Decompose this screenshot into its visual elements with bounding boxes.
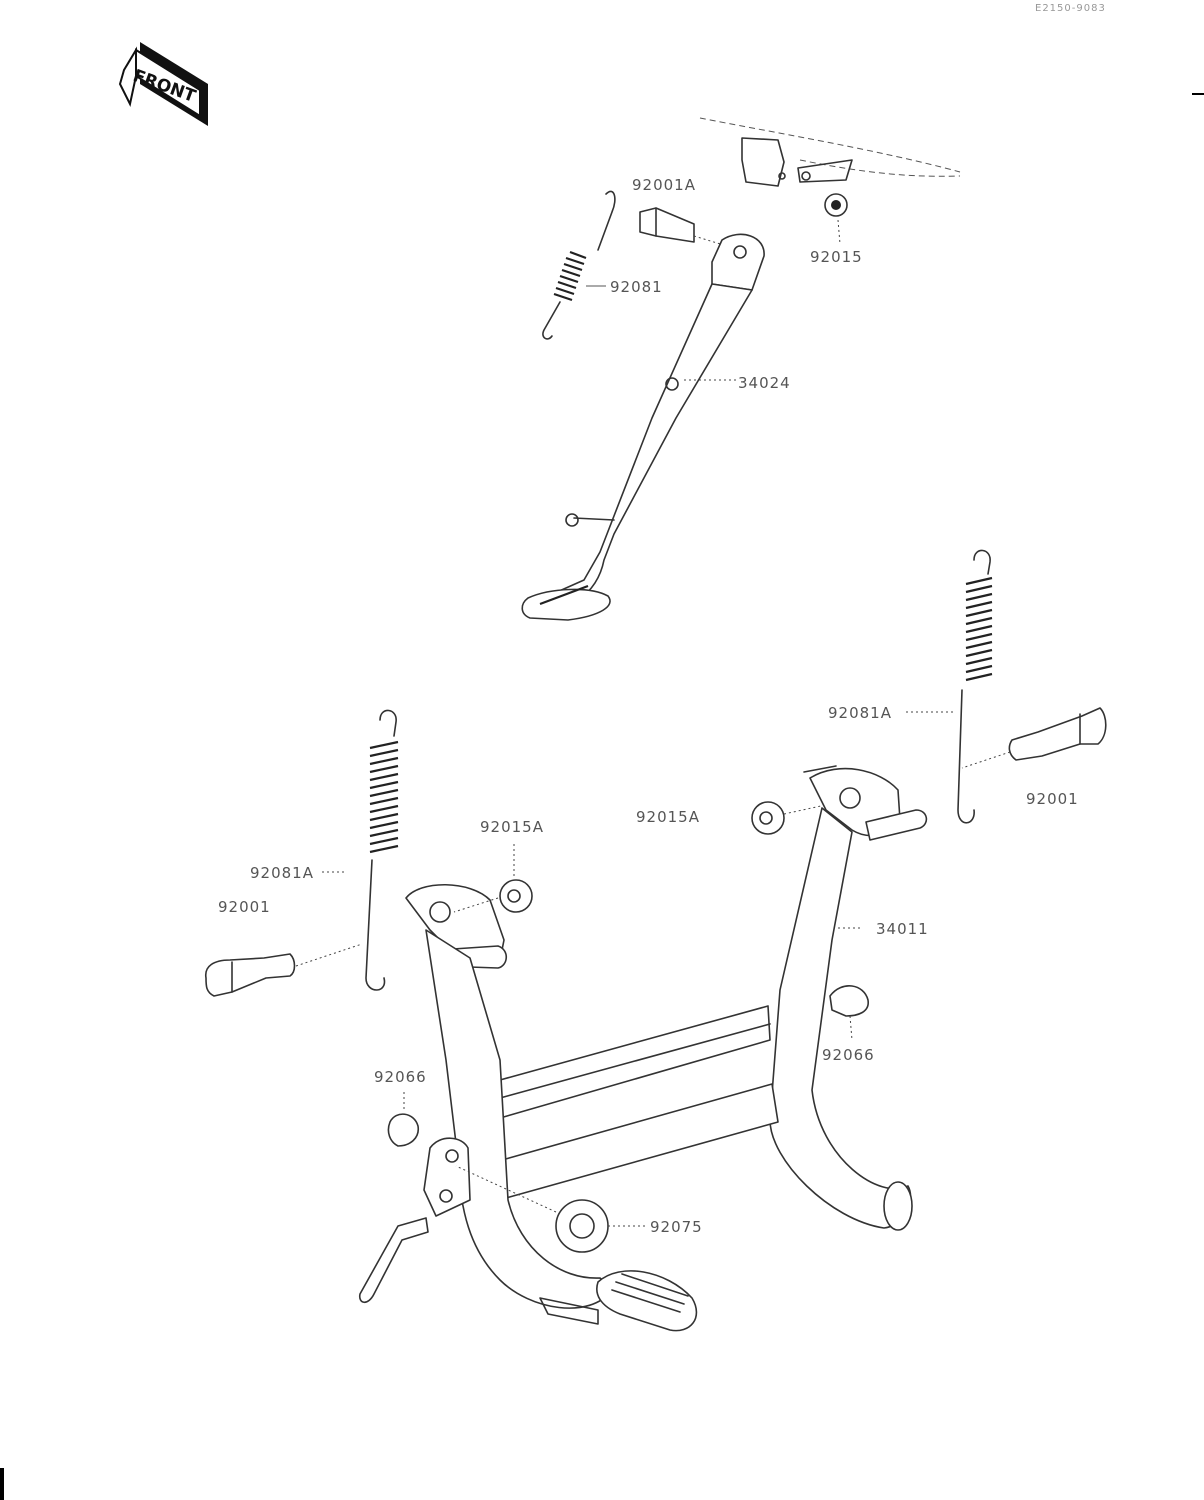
label-92081A-left: 92081A: [250, 864, 314, 882]
nut-left: [453, 842, 533, 913]
label-92001-left: 92001: [218, 898, 271, 916]
label-92066-right: 92066: [822, 1046, 875, 1064]
bolt-left: [205, 943, 363, 997]
frame-mount-bracket: [699, 117, 961, 187]
label-92001-right: 92001: [1026, 790, 1079, 808]
label-92066-left: 92066: [374, 1068, 427, 1086]
stopper-left: [387, 1092, 420, 1147]
center-stand: [358, 765, 928, 1332]
spring-side: [542, 190, 616, 340]
label-34011: 34011: [876, 920, 929, 938]
margin-bar: [0, 1468, 4, 1500]
label-92015A-right: 92015A: [636, 808, 700, 826]
label-92001A-side: 92001A: [632, 176, 696, 194]
label-34024: 34024: [738, 374, 791, 392]
label-92015-side: 92015: [810, 248, 863, 266]
bolt-side-stand: [639, 207, 741, 251]
nut-side: [824, 193, 848, 245]
collar: [455, 1165, 648, 1253]
spring-left: [322, 709, 399, 991]
label-92075: 92075: [650, 1218, 703, 1236]
bolt-right: [961, 707, 1107, 769]
side-stand: [521, 233, 765, 621]
nut-right: [751, 801, 831, 835]
reference-code: E2150-9083: [1035, 3, 1106, 14]
label-92081: 92081: [610, 278, 663, 296]
stopper-right: [829, 985, 869, 1041]
front-arrow-icon: FRONT: [118, 42, 208, 126]
spring-right: [906, 549, 993, 824]
label-92015A-left: 92015A: [480, 818, 544, 836]
label-92081A-right: 92081A: [828, 704, 892, 722]
